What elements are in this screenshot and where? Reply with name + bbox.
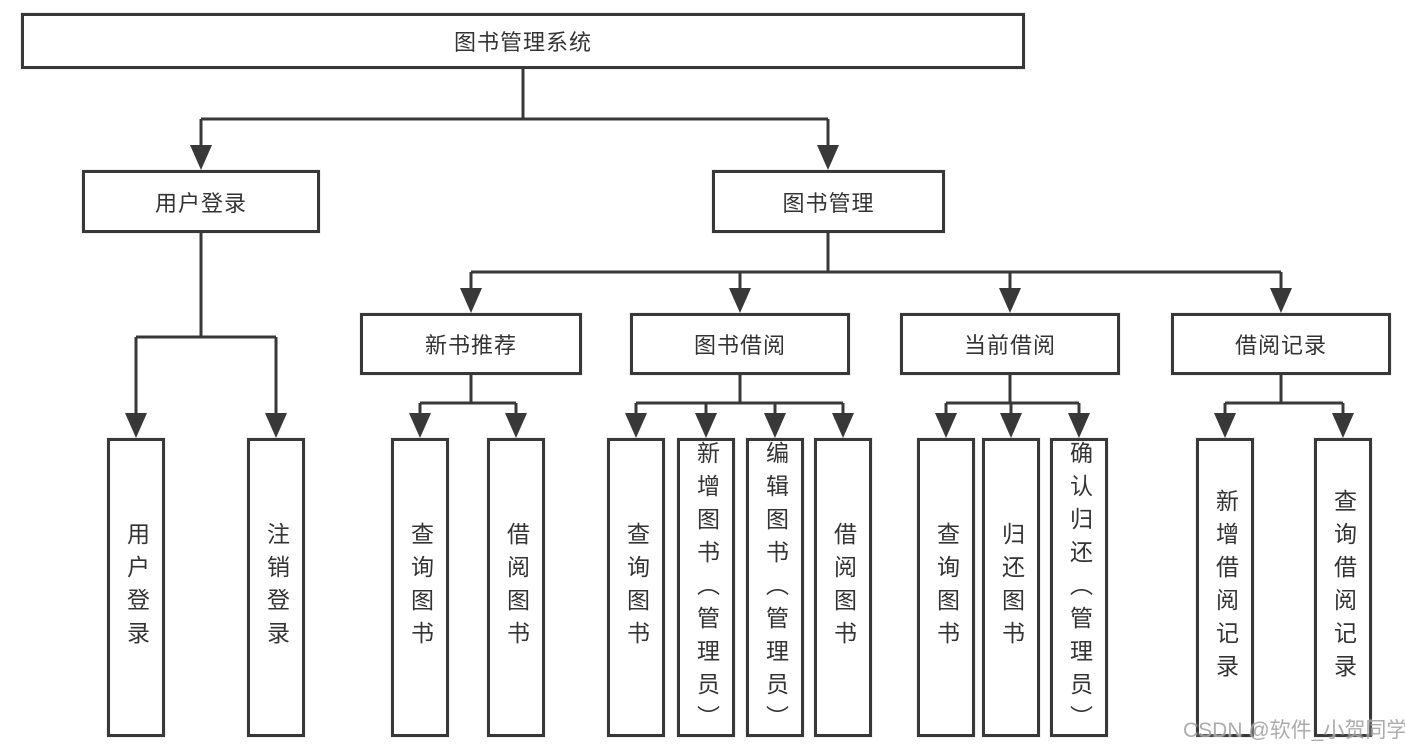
- arrow-down-icon: [1270, 288, 1292, 313]
- node-leaf-add-borrow-record: 新增借阅记录: [1196, 438, 1254, 737]
- node-label: 查询借阅记录: [1330, 488, 1357, 687]
- arrow-down-icon: [817, 145, 839, 170]
- node-label: 图书管理: [782, 190, 875, 216]
- node-label: 当前借阅: [963, 333, 1056, 358]
- node-leaf-query-books-current: 查询图书: [917, 438, 975, 737]
- node-user-login: 用户登录: [82, 170, 320, 233]
- arrow-down-icon: [832, 413, 854, 438]
- node-new-book-recommendation: 新书推荐: [360, 313, 582, 375]
- arrow-down-icon: [729, 288, 751, 313]
- node-label: 用户登录: [123, 521, 150, 654]
- node-leaf-confirm-return-admin: 确认归还（管理员）: [1050, 438, 1108, 738]
- arrow-down-icon: [409, 413, 431, 438]
- arrow-down-icon: [625, 413, 647, 438]
- node-leaf-query-borrow-record: 查询借阅记录: [1314, 438, 1372, 737]
- arrow-down-icon: [125, 413, 147, 438]
- arrow-down-icon: [460, 288, 482, 313]
- arrow-down-icon: [265, 413, 287, 438]
- connector-lines: [134, 69, 1345, 415]
- node-leaf-add-book-admin: 新增图书（管理员）: [677, 438, 735, 738]
- node-leaf-return-books: 归还图书: [982, 438, 1040, 737]
- node-label: 用户登录: [154, 190, 247, 216]
- node-label: 借阅图书: [830, 521, 857, 654]
- arrow-down-icon: [695, 413, 717, 438]
- node-label: 新增借阅记录: [1212, 488, 1239, 687]
- node-label: 图书借阅: [693, 333, 786, 358]
- node-label: 确认归还（管理员）: [1066, 441, 1093, 738]
- arrow-down-icon: [1068, 413, 1090, 438]
- arrow-down-icon: [764, 413, 786, 438]
- node-label: 编辑图书（管理员）: [762, 441, 789, 738]
- node-book-borrowing: 图书借阅: [630, 313, 850, 375]
- node-label: 查询图书: [933, 521, 960, 654]
- node-leaf-user-login: 用户登录: [107, 438, 165, 737]
- node-borrowing-records: 借阅记录: [1171, 313, 1391, 375]
- node-label: 借阅图书: [503, 521, 530, 654]
- arrow-down-icon: [999, 288, 1021, 313]
- node-label: 查询图书: [407, 521, 434, 654]
- arrow-down-icon: [505, 413, 527, 438]
- node-leaf-edit-book-admin: 编辑图书（管理员）: [746, 438, 804, 738]
- node-current-borrowing: 当前借阅: [900, 313, 1120, 375]
- node-label: 借阅记录: [1234, 333, 1327, 358]
- csdn-watermark: CSDN @软件_小贺同学: [1183, 719, 1405, 742]
- node-label: 查询图书: [623, 521, 650, 654]
- node-label: 注销登录: [263, 521, 290, 654]
- node-label: 新增图书（管理员）: [693, 441, 720, 738]
- arrow-down-icon: [1214, 413, 1236, 438]
- node-leaf-borrow-books-borrowing: 借阅图书: [814, 438, 872, 737]
- arrow-down-icon: [935, 413, 957, 438]
- arrow-down-icon: [190, 145, 212, 170]
- arrow-down-icon: [1000, 413, 1022, 438]
- node-leaf-query-books-borrowing: 查询图书: [607, 438, 665, 737]
- node-library-management-system: 图书管理系统: [21, 13, 1025, 69]
- node-leaf-borrow-books-recommend: 借阅图书: [487, 438, 545, 737]
- node-leaf-logout: 注销登录: [247, 438, 305, 737]
- node-label: 新书推荐: [424, 333, 517, 358]
- node-leaf-query-books-recommend: 查询图书: [391, 438, 449, 737]
- node-label: 图书管理系统: [453, 30, 592, 55]
- node-book-management: 图书管理: [712, 170, 945, 233]
- arrow-down-icon: [1332, 413, 1354, 438]
- node-label: 归还图书: [998, 521, 1025, 654]
